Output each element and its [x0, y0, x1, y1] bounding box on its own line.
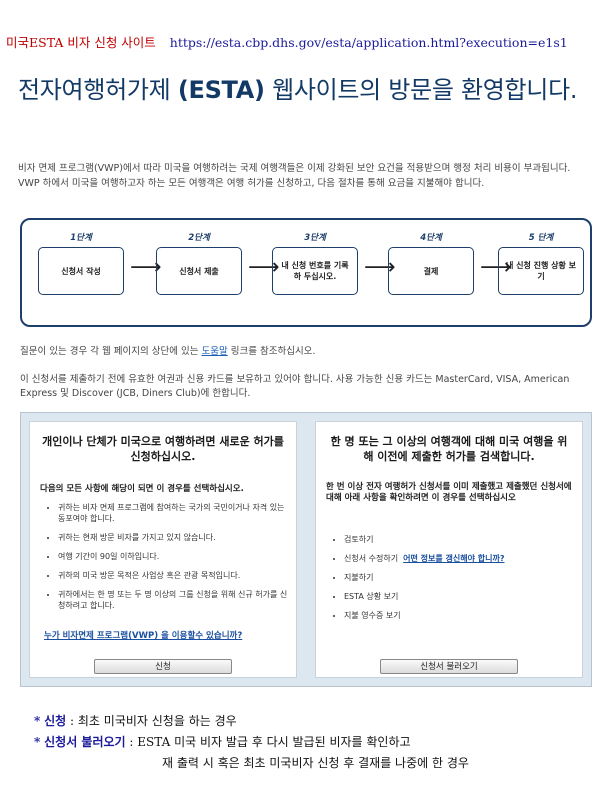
list-item: 지불하기	[344, 572, 574, 583]
new-application-criteria: 귀하는 비자 면제 프로그램에 참여하는 국가의 국민이거나 자격 있는 동포여…	[44, 502, 288, 619]
list-item: 지불 영수증 보기	[344, 610, 574, 621]
step-1-box: 신청서 작성	[38, 247, 124, 295]
new-application-title: 개인이나 단체가 미국으로 여행하려면 새로운 허가를 신청하십시오.	[42, 435, 284, 463]
retrieve-application-title: 한 명 또는 그 이상의 여행객에 대해 미국 여행을 위해 이전에 제출한 허…	[330, 435, 568, 463]
list-item: 귀하는 비자 면제 프로그램에 참여하는 국가의 국민이거나 자격 있는 동포여…	[58, 502, 288, 524]
step-5-number: 5 단계	[528, 233, 554, 243]
list-item: 검토하기	[344, 534, 574, 545]
retrieve-application-subtitle: 한 번 이상 전자 여행허가 신청서를 이미 제출했고 제출했던 신청서에 대해…	[326, 482, 572, 503]
list-item: 귀하에서는 한 명 또는 두 명 이상의 그룹 신청을 위해 신규 허가를 신청…	[58, 589, 288, 611]
step-4-number: 4단계	[420, 233, 442, 243]
step-5-box: 내 신청 진행 상황 보기	[498, 247, 584, 295]
new-application-subtitle: 다음의 모든 사항에 해당이 되면 이 경우를 선택하십시오.	[40, 484, 244, 494]
arrow-icon: ⟶	[480, 255, 512, 280]
step-4-box: 결제	[388, 247, 474, 295]
credit-card-note: 이 신청서를 제출하기 전에 유효한 여권과 신용 카드를 보유하고 있어야 합…	[20, 374, 570, 399]
help-link[interactable]: 도움말	[201, 346, 228, 357]
apply-button[interactable]: 신청	[94, 659, 232, 674]
site-header-title: 미국ESTA 비자 신청 사이트	[6, 35, 156, 50]
list-item: ESTA 상황 보기	[344, 591, 574, 602]
page-title: 전자여행허가제 (ESTA) 웹사이트의 방문을 환영합니다.	[18, 76, 578, 104]
process-steps: 1단계 신청서 작성 ⟶ 2단계 신청서 제출 ⟶ 3단계 내 신청 번호를 기…	[20, 218, 592, 327]
arrow-icon: ⟶	[364, 255, 396, 280]
list-item: 신청서 수정하기 어떤 정보를 갱신해야 합니까?	[344, 553, 574, 564]
list-item: 귀하의 미국 방문 목적은 사업상 혹은 관광 목적입니다.	[58, 570, 288, 581]
step-1-number: 1단계	[70, 233, 92, 243]
options-panel: 개인이나 단체가 미국으로 여행하려면 새로운 허가를 신청하십시오. 다음의 …	[20, 412, 592, 687]
site-url[interactable]: https://esta.cbp.dhs.gov/esta/applicatio…	[169, 35, 568, 50]
arrow-icon: ⟶	[248, 255, 280, 280]
retrieve-application-button[interactable]: 신청서 불러오기	[380, 659, 518, 674]
note-retrieve: * 신청서 불러오기 : ESTA 미국 비자 발급 후 다시 발급된 비자를 …	[34, 735, 411, 749]
update-info-link[interactable]: 어떤 정보를 갱신해야 합니까?	[403, 554, 505, 563]
list-item: 여행 기간이 90일 이하입니다.	[58, 551, 288, 562]
step-3-box: 내 신청 번호를 기록하 두십시오.	[272, 247, 358, 295]
vwp-eligibility-link[interactable]: 누가 비자면제 프로그램(VWP) 을 이용할수 있습니까?	[44, 631, 243, 641]
help-text: 질문이 있는 경우 각 웹 페이지의 상단에 있는 도움말 링크를 참조하십시오…	[20, 346, 316, 357]
notes: * 신청 : 최초 미국비자 신청을 하는 경우 * 신청서 불러오기 : ES…	[34, 711, 469, 774]
site-header: 미국ESTA 비자 신청 사이트 https://esta.cbp.dhs.go…	[6, 32, 568, 51]
step-2-box: 신청서 제출	[156, 247, 242, 295]
retrieve-application-card: 한 명 또는 그 이상의 여행객에 대해 미국 여행을 위해 이전에 제출한 허…	[315, 421, 583, 678]
note-apply: * 신청 : 최초 미국비자 신청을 하는 경우	[34, 714, 237, 728]
retrieve-application-options: 검토하기 신청서 수정하기 어떤 정보를 갱신해야 합니까? 지불하기 ESTA…	[330, 534, 574, 629]
list-item: 귀하는 현재 방문 비자를 가지고 있지 않습니다.	[58, 532, 288, 543]
intro-text: 비자 면제 프로그램(VWP)에서 따라 미국을 여행하려는 국제 여행객들은 …	[18, 163, 571, 189]
step-2-number: 2단계	[188, 233, 210, 243]
step-3-number: 3단계	[304, 233, 326, 243]
new-application-card: 개인이나 단체가 미국으로 여행하려면 새로운 허가를 신청하십시오. 다음의 …	[29, 421, 297, 678]
note-retrieve-cont: 재 출력 시 혹은 최초 미국비자 신청 후 결재를 나중에 한 경우	[162, 756, 469, 770]
